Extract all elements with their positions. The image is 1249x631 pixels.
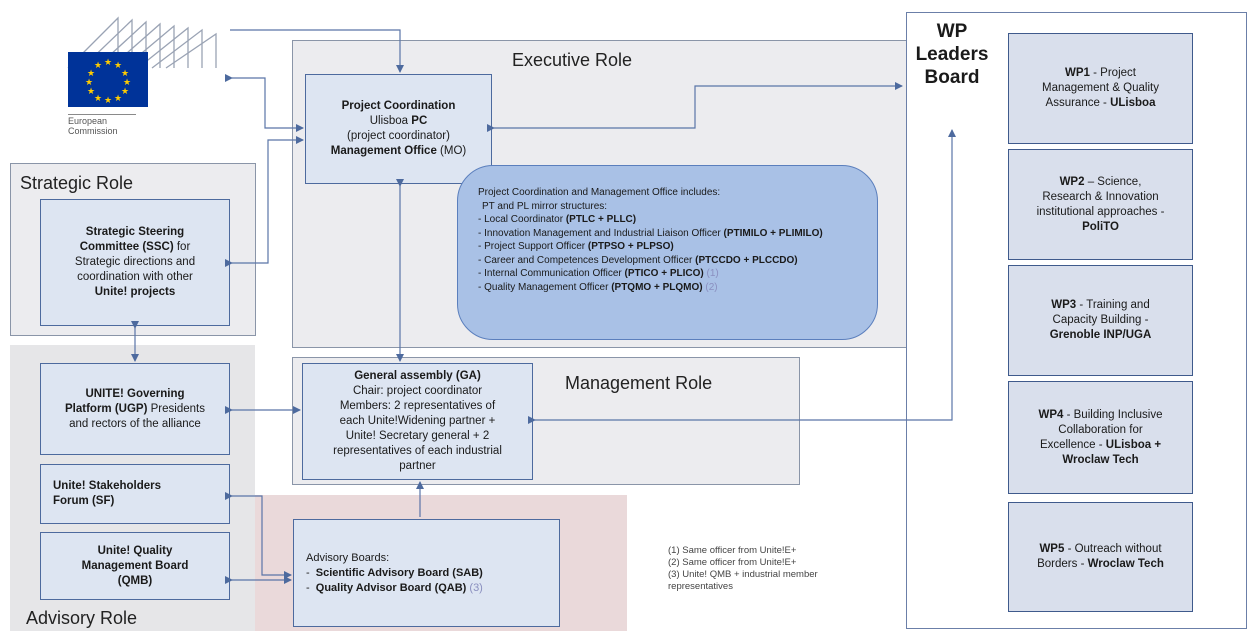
arrow-top-to-pc	[230, 29, 404, 73]
arrow-sf-to-advisory	[225, 492, 292, 579]
ec-logo-text: European Commission	[68, 116, 118, 136]
footnote: (2) Same officer from Unite!E+	[668, 557, 797, 568]
arrow-ssc-to-pc	[225, 136, 304, 267]
strategic-role-label: Strategic Role	[20, 173, 134, 193]
project-coordination-box: Project Coordination Ulisboa PC (project…	[305, 74, 492, 184]
stakeholders-forum-box: Unite! Stakeholders Forum (SF)	[40, 464, 230, 524]
eu-flag-icon: ★ ★ ★ ★ ★ ★ ★ ★ ★ ★ ★ ★	[68, 52, 148, 107]
footnote: representatives	[668, 581, 733, 592]
wp2-box: WP2 – Science, Research & Innovation ins…	[1008, 149, 1193, 260]
wp3-box: WP3 - Training and Capacity Building - G…	[1008, 265, 1193, 376]
arrow-pc-to-wp-leaders	[487, 82, 903, 132]
quality-management-board-box: Unite! Quality Management Board (QMB)	[40, 532, 230, 600]
wp4-box: WP4 - Building Inclusive Collaboration f…	[1008, 381, 1193, 494]
ec-logo-divider	[68, 114, 136, 115]
advisory-role-label: Advisory Role	[26, 608, 138, 628]
wp1-box: WP1 - Project Management & Quality Assur…	[1008, 33, 1193, 144]
general-assembly-box: General assembly (GA) Chair: project coo…	[302, 363, 533, 480]
footnote: (1) Same officer from Unite!E+	[668, 545, 797, 556]
governing-platform-box: UNITE! Governing Platform (UGP) Presiden…	[40, 363, 230, 455]
european-commission-logo: ★ ★ ★ ★ ★ ★ ★ ★ ★ ★ ★ ★ European Commiss…	[60, 10, 230, 136]
wp5-box: WP5 - Outreach without Borders - Wroclaw…	[1008, 502, 1193, 612]
arrow-ga-to-wp-leaders	[528, 129, 956, 424]
footnote: (3) Unite! QMB + industrial member	[668, 569, 818, 580]
executive-role-label: Executive Role	[512, 50, 633, 70]
strategic-steering-committee-box: Strategic Steering Committee (SSC) for S…	[40, 199, 230, 326]
advisory-boards-box: Advisory Boards: - Scientific Advisory B…	[293, 519, 560, 627]
footnotes: (1) Same officer from Unite!E+ (2) Same …	[668, 545, 818, 593]
wp-leaders-board-label: WP Leaders Board	[915, 21, 989, 88]
arrow-logo-to-pc	[225, 74, 304, 132]
